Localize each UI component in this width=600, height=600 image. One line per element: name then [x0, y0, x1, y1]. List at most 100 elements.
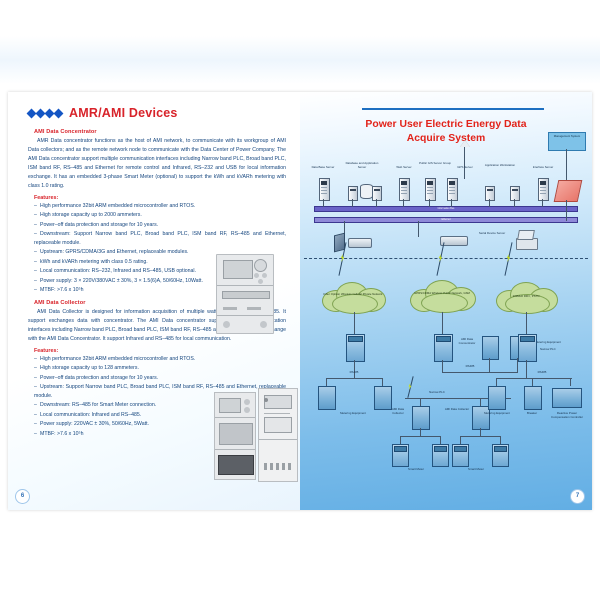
connector-line: [400, 436, 440, 437]
connector-line: [542, 199, 543, 207]
label-breaker: Breaker: [526, 411, 538, 415]
connector-line: [326, 378, 327, 386]
feature-item: –Upstream: Support Narrow band PLC, Broa…: [34, 384, 286, 399]
metering-equipment-icon: [482, 336, 499, 360]
feature-item: –Local communication: RS–232, Infrared a…: [34, 268, 197, 275]
connector-line: [323, 199, 324, 207]
data-collector-photo-right: [258, 388, 298, 482]
label-gps-server: GPS Server: [457, 165, 473, 169]
page-title: AMR/AMI Devices: [69, 106, 178, 120]
feature-item: –Downstream: RS–485 for Smart Meter conn…: [34, 402, 157, 409]
feature-text: Downstream: RS–485 for Smart Meter conne…: [40, 402, 157, 409]
feature-item: –Power–off data protection and storage f…: [34, 221, 159, 228]
label-app-server: Database and Application Server: [345, 161, 379, 169]
brochure-right-page: Power User Electric Energy Data Acquire …: [300, 92, 592, 510]
laptop-icon: [517, 230, 535, 240]
connector-line: [489, 199, 490, 207]
body-text-collector: AMI Data Collector is designed for infor…: [28, 309, 286, 342]
label-interface-server: Interface Server: [532, 165, 554, 169]
connector-line: [460, 436, 500, 437]
label-rs485-right: RS485: [537, 370, 547, 374]
left-page-content: AMR/AMI Devices AMI Data Concentrator AM…: [26, 106, 286, 439]
connector-line: [460, 436, 461, 444]
workstation-icon: [348, 186, 358, 201]
server-icon: [538, 178, 549, 201]
label-ami-data-collector-left: AMI Data Collector: [391, 407, 405, 415]
server-icon: [399, 178, 410, 201]
connector-line: [420, 428, 421, 436]
lightning-bolt-icon: [438, 254, 443, 262]
label-rs485-center: RS485: [465, 364, 475, 368]
label-narrow-plc: Narrow PLC: [429, 390, 445, 394]
diagram-title: Power User Electric Energy Data Acquire …: [300, 118, 592, 146]
connector-line: [496, 378, 497, 386]
storage-cylinder-icon: [360, 184, 373, 199]
feature-item: –Downstream: Support Narrow band PLC, Br…: [34, 230, 286, 246]
data-collector-photo-left: [214, 392, 256, 480]
connector-line: [405, 398, 511, 399]
metering-equipment-icon: [318, 386, 336, 410]
feature-text: High storage capacity up to 2000 ammeter…: [40, 212, 142, 219]
label-smart-meter-right: Smart Meter: [468, 467, 484, 471]
connector-line: [464, 147, 465, 179]
breaker-icon: [524, 386, 542, 410]
connector-line: [376, 199, 377, 207]
feature-item: –MTBF: >7.6 x 10⁵h: [34, 287, 84, 294]
connector-line: [526, 360, 527, 378]
connector-line: [489, 358, 490, 372]
label-database-server: Data Base Server: [311, 165, 335, 169]
smart-meter-icon: [452, 444, 469, 467]
information-bus-label: Information Bus: [437, 207, 455, 210]
connector-line: [480, 428, 481, 436]
subsection-title-concentrator: AMI Data Concentrator: [34, 129, 97, 135]
label-application-workstation: Application Workstation: [484, 163, 516, 167]
management-system-label: Management System: [553, 134, 581, 138]
lightning-bolt-icon: [340, 254, 345, 262]
network-cloud-public: GPRS/CDMA Wireless Public Network, GSM: [410, 280, 476, 313]
feature-item: –High storage capacity up to 2000 ammete…: [34, 212, 142, 219]
server-icon: [319, 178, 330, 201]
connector-line: [500, 436, 501, 444]
workstation-icon: [372, 186, 382, 201]
connector-line: [400, 436, 401, 444]
feature-text: Downstream: Support Narrow band PLC, Bro…: [34, 230, 286, 246]
label-serial-device-server: Serial Device Server: [478, 231, 506, 235]
connector-line: [382, 378, 383, 386]
feature-text: Power supply: 220VAC ± 30%, 50/60Hz, 5Wa…: [40, 421, 149, 428]
connector-line: [403, 199, 404, 207]
diagram-title-line2: Acquire System: [406, 132, 486, 144]
label-rs485-left: RS485: [349, 370, 359, 374]
ethernet-bus-label: Ethernet: [441, 218, 451, 221]
connector-line: [354, 312, 355, 334]
data-concentrator-photo: [216, 254, 274, 334]
feature-text: Power supply: 3 × 220V/380VAC ± 30%, 3 ×…: [40, 277, 203, 284]
feature-text: Local communication: Infrared and RS–485…: [40, 411, 142, 418]
smart-meter-icon: [392, 444, 409, 467]
cloud-label-private-network: Fiber Optical, Wireless Cellular Private…: [323, 292, 383, 296]
section-heading-row: AMR/AMI Devices: [26, 106, 286, 120]
page-number-left: 6: [15, 489, 30, 504]
connector-line: [570, 378, 571, 386]
cloud-label-rfn: 230MHz RFN , PSTN: [512, 294, 540, 298]
server-icon: [425, 178, 436, 201]
feature-text: Power–off data protection and storage fo…: [40, 374, 159, 381]
network-cloud-rfn: 230MHz RFN , PSTN: [496, 282, 558, 314]
diagram-title-line1: Power User Electric Energy Data: [365, 119, 527, 130]
label-reactive-power-controller: Reactive Power Compensation Controller: [551, 411, 583, 419]
features-label-concentrator: Features:: [34, 194, 59, 201]
subsection-title-collector: AMI Data Collector: [34, 300, 86, 306]
workstation-icon: [485, 186, 495, 201]
connector-line: [442, 372, 518, 373]
ami-data-concentrator-icon: [518, 334, 537, 362]
feature-text: High storage capacity up to 128 ammeters…: [40, 365, 139, 372]
server-icon: [447, 178, 458, 201]
feature-text: Power–off data protection and storage fo…: [40, 221, 159, 228]
network-boundary-divider: [304, 258, 588, 259]
diamond-bullets-icon: [26, 108, 64, 118]
metering-equipment-icon: [374, 386, 392, 410]
label-metering-equipment-right: Metering Equipment: [484, 411, 510, 415]
connector-line: [566, 200, 567, 221]
features-label-collector: Features:: [34, 347, 59, 354]
workstation-icon: [510, 186, 520, 201]
